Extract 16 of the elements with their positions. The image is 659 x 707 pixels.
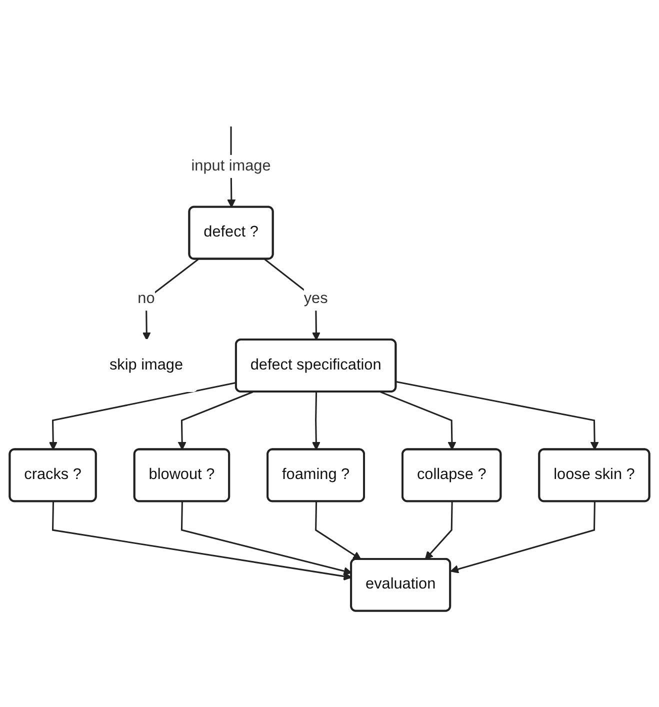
- arrow: [312, 391, 320, 450]
- arrow: [450, 501, 596, 573]
- arrow: [315, 501, 362, 560]
- arrow: [178, 390, 254, 450]
- arrow: [48, 381, 237, 450]
- arrow: [264, 258, 320, 340]
- arrow: [380, 390, 456, 450]
- arrow: [142, 258, 199, 340]
- edge-label: yes: [304, 290, 328, 306]
- arrow: [396, 380, 599, 450]
- edge-label: no: [138, 290, 155, 306]
- arrow: [180, 501, 352, 575]
- arrow: [52, 501, 352, 580]
- arrow: [424, 501, 453, 560]
- edge-label: input image: [191, 157, 271, 174]
- node-text: skip image: [109, 356, 184, 373]
